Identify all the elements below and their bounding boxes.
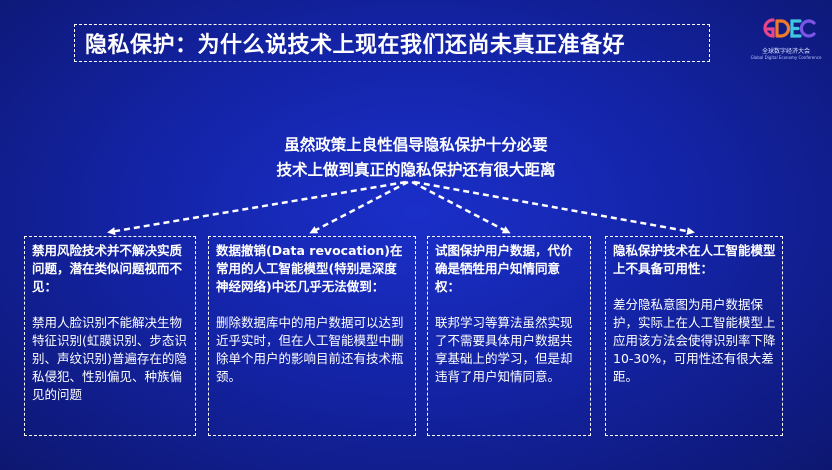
- box-usability: 隐私保护技术在人工智能模型上不具备可用性： 差分隐私意图为用户数据保护，实际上在…: [605, 236, 783, 436]
- arrow-to-box3: [411, 180, 511, 234]
- center-statement-line1: 虽然政策上良性倡导隐私保护十分必要: [284, 136, 548, 154]
- logo-en-text: Global Digital Economy Conference: [750, 55, 822, 60]
- box4-body: 差分隐私意图为用户数据保护，实际上在人工智能模型上应用该方法会使得识别率下降10…: [613, 297, 776, 384]
- box-data-revocation: 数据撤销(Data revocation)在常用的人工智能模型(特别是深度神经网…: [208, 236, 416, 436]
- arrow-to-box4: [413, 180, 695, 236]
- page-title: 隐私保护：为什么说技术上现在我们还尚未真正准备好: [85, 33, 626, 58]
- box3-heading: 试图保护用户数据，代价确是牺牲用户知情同意权：: [435, 243, 573, 294]
- box-risk-tech-ban: 禁用风险技术并不解决实质问题，潜在类似问题视而不见： 禁用人脸识别不能解决生物特…: [24, 236, 196, 436]
- arrow-to-box2: [309, 180, 409, 234]
- logo-cn-text: 全球数字经济大会: [761, 48, 810, 55]
- box3-body: 联邦学习等算法虽然实现了不需要具体用户数据共享基础上的学习，但是却违背了用户知情…: [435, 315, 573, 384]
- gdec-logo: 全球数字经济大会 Global Digital Economy Conferen…: [748, 14, 824, 64]
- box2-body: 删除数据库中的用户数据可以达到近乎实时，但在人工智能模型中删除单个用户的影响目前…: [216, 315, 404, 384]
- title-box: 隐私保护：为什么说技术上现在我们还尚未真正准备好: [74, 24, 710, 62]
- box1-heading: 禁用风险技术并不解决实质问题，潜在类似问题视而不见：: [32, 243, 183, 294]
- box4-heading: 隐私保护技术在人工智能模型上不具备可用性：: [613, 243, 776, 276]
- arrow-to-box1: [107, 180, 407, 236]
- box2-heading: 数据撤销(Data revocation)在常用的人工智能模型(特别是深度神经网…: [216, 243, 403, 294]
- box1-body: 禁用人脸识别不能解决生物特征识别(虹膜识别、步态识别、声纹识别)普遍存在的隐私侵…: [32, 315, 187, 402]
- gdec-logo-mark: [763, 18, 816, 38]
- box-user-consent: 试图保护用户数据，代价确是牺牲用户知情同意权： 联邦学习等算法虽然实现了不需要具…: [427, 236, 591, 436]
- center-statement-line2: 技术上做到真正的隐私保护还有很大距离: [276, 161, 556, 179]
